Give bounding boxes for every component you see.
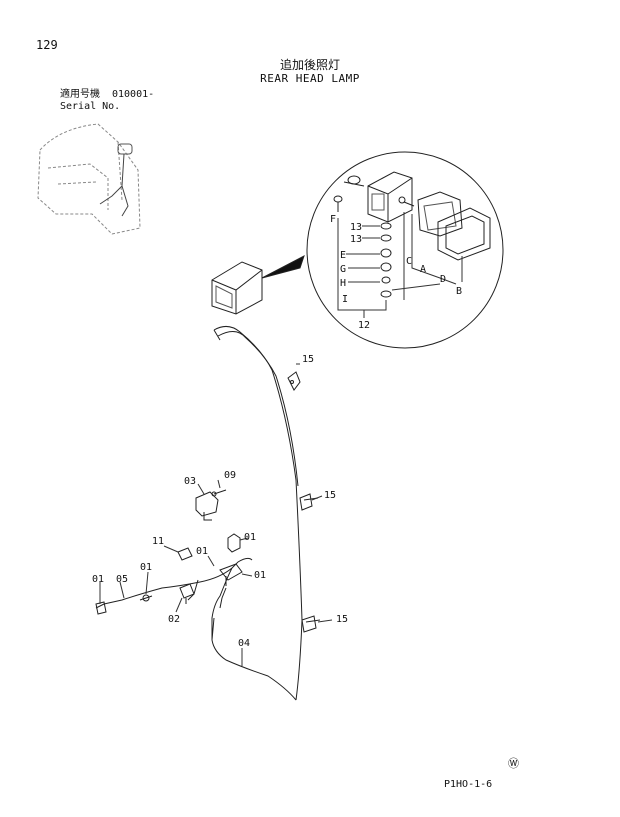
- detail-leaders: [337, 212, 463, 318]
- title-english: REAR HEAD LAMP: [260, 72, 360, 85]
- callout-H: H: [340, 278, 346, 289]
- clip-15-middle: [299, 493, 319, 511]
- callout-09: 09: [224, 470, 236, 481]
- callout-12: 12: [358, 320, 370, 331]
- connector-09: [211, 489, 227, 497]
- relay-03: [195, 491, 219, 521]
- junction-01: [219, 563, 243, 586]
- callout-01-junction: 01: [196, 546, 208, 557]
- serial-label-jp: 適用号機: [60, 89, 100, 100]
- serial-label-en: Serial No.: [60, 101, 121, 112]
- bulb-and-socket: [333, 175, 365, 212]
- lamp-housing-detail: [367, 171, 415, 223]
- page-number: 129: [36, 38, 58, 52]
- callout-01-right: 01: [254, 570, 266, 581]
- callout-E: E: [340, 250, 346, 261]
- callout-F: F: [330, 214, 336, 225]
- callout-B: B: [456, 286, 462, 297]
- callout-01-top: 01: [244, 532, 256, 543]
- connector-11: [177, 547, 193, 561]
- callout-13-b: 13: [350, 234, 362, 245]
- callout-I: I: [342, 294, 348, 305]
- connector-02: [179, 583, 195, 604]
- clip-15-upper: [287, 371, 301, 391]
- callout-11: 11: [152, 536, 164, 547]
- lamp-rubber-frame: [437, 207, 491, 261]
- clip-15-lower: [301, 615, 321, 633]
- callout-04: 04: [238, 638, 250, 649]
- callout-01-mid: 01: [140, 562, 152, 573]
- serial-value: 010001-: [112, 89, 155, 100]
- detail-pointer: [261, 254, 305, 279]
- harness-leaders: [99, 363, 333, 666]
- callout-13-a: 13: [350, 222, 362, 233]
- lamp-on-cab: [117, 143, 133, 155]
- callout-A: A: [420, 264, 426, 275]
- lamp-lens: [417, 191, 463, 237]
- callout-C: C: [406, 256, 412, 267]
- callout-02: 02: [168, 614, 180, 625]
- callout-03: 03: [184, 476, 196, 487]
- callout-G: G: [340, 264, 346, 275]
- hardware-stack: [380, 222, 392, 298]
- callout-05: 05: [116, 574, 128, 585]
- detail-circle: [306, 151, 504, 349]
- callout-01-left: 01: [92, 574, 104, 585]
- callout-15-middle: 15: [324, 490, 336, 501]
- grommet-05: [139, 594, 153, 602]
- cab-harness: [99, 153, 129, 217]
- lamp-assembly-small: [211, 261, 263, 315]
- connector-01-top: [227, 533, 241, 553]
- title-japanese: 追加後照灯: [279, 58, 340, 72]
- connector-01-left: [95, 601, 107, 615]
- callout-15-lower: 15: [336, 614, 348, 625]
- callout-D: D: [440, 274, 446, 285]
- footer-code: P1HO-1-6: [444, 779, 493, 790]
- machine-cab-outline: [37, 123, 141, 235]
- callout-15-upper: 15: [302, 354, 314, 365]
- footer-mark: Ⓦ: [508, 757, 519, 770]
- wire-harness: [95, 326, 303, 701]
